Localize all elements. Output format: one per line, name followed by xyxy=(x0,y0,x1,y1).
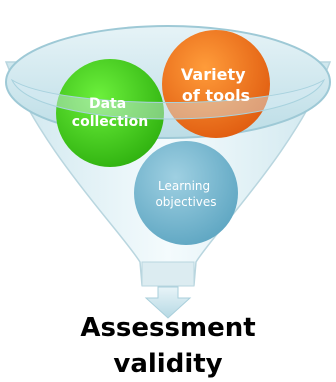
assessment-validity-title: Assessment validity xyxy=(0,310,336,382)
funnel-spout xyxy=(141,261,195,287)
result-line-2: validity xyxy=(113,349,223,379)
down-arrow-icon xyxy=(144,286,192,319)
data-collection-label: Data collection xyxy=(72,96,148,130)
funnel-surface-highlight xyxy=(10,78,326,120)
learning-objectives-circle xyxy=(134,141,238,245)
variety-of-tools-label: Variety of tools xyxy=(181,65,251,105)
variety-of-tools-circle xyxy=(162,30,270,138)
learning-objectives-label: Learning objectives xyxy=(155,179,216,209)
data-collection-circle xyxy=(56,59,164,167)
result-line-1: Assessment xyxy=(80,313,256,343)
